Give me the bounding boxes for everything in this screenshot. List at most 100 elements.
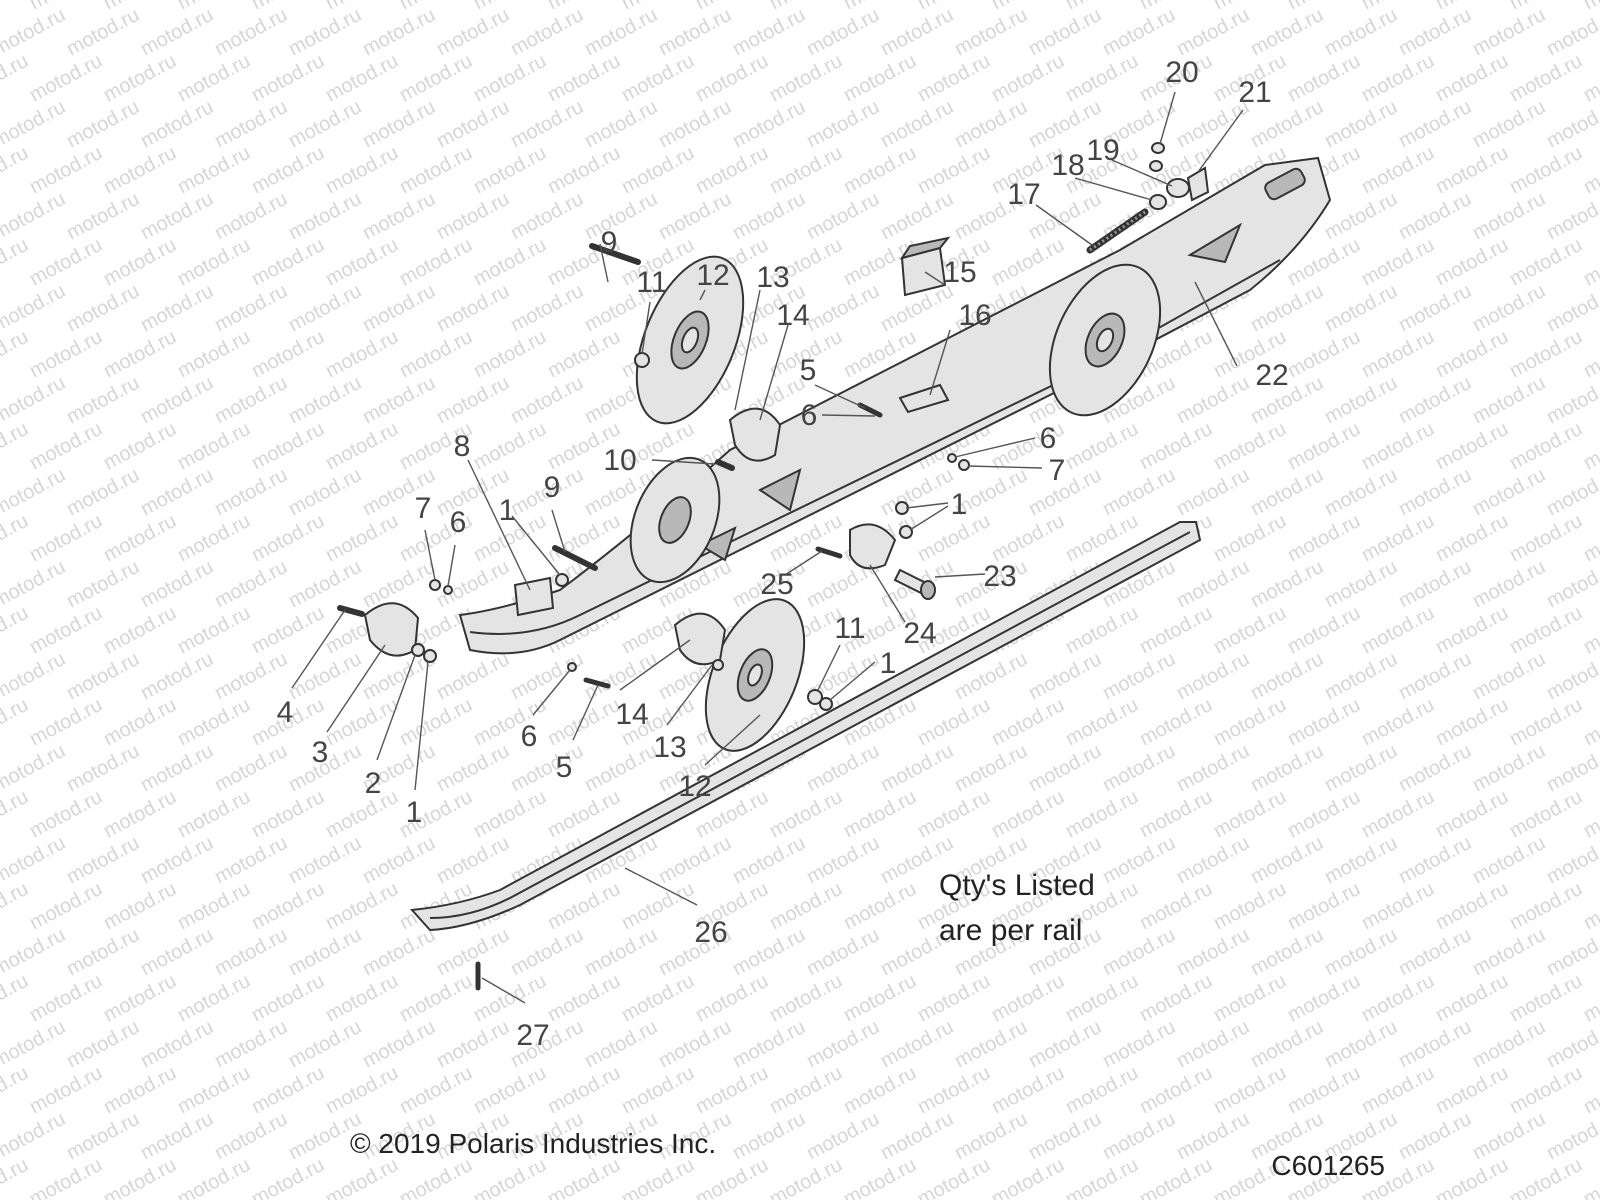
watermark-text: motod.ru [100,694,180,750]
watermark-text: motod.ru [581,96,661,152]
watermark-text: motod.ru [1506,510,1586,566]
watermark-text: motod.ru [1210,694,1290,750]
watermark-text: motod.ru [322,142,402,198]
watermark-text: motod.ru [1506,786,1586,842]
watermark-text: motod.ru [692,142,772,198]
watermark-text: motod.ru [840,1154,920,1200]
watermark-text: motod.ru [1580,326,1600,382]
watermark-text: motod.ru [248,510,328,566]
watermark-text: motod.ru [1321,464,1401,520]
watermark-text: motod.ru [0,0,32,14]
watermark-text: motod.ru [26,786,106,842]
watermark-text: motod.ru [174,602,254,658]
watermark-text: motod.ru [0,418,32,474]
watermark-text: motod.ru [618,50,698,106]
watermark-text: motod.ru [1173,832,1253,888]
watermark-text: motod.ru [655,96,735,152]
watermark-text: motod.ru [766,0,846,14]
watermark-text: motod.ru [766,786,846,842]
watermark-text: motod.ru [1469,188,1549,244]
watermark-text: motod.ru [618,878,698,934]
watermark-text: motod.ru [1580,878,1600,934]
watermark-text: motod.ru [544,694,624,750]
watermark-text: motod.ru [729,188,809,244]
watermark-text: motod.ru [26,510,106,566]
watermark-text: motod.ru [1284,878,1364,934]
watermark-text: motod.ru [100,0,180,14]
watermark-text: motod.ru [26,326,106,382]
watermark-text: motod.ru [1432,50,1512,106]
watermark-text: motod.ru [1580,510,1600,566]
watermark-text: motod.ru [396,1062,476,1118]
callout-24: 24 [903,617,936,650]
rail-inner-edge [469,259,1281,635]
callout-2: 2 [365,767,382,800]
rail-cutout [697,526,737,562]
watermark-text: motod.ru [248,50,328,106]
watermark-text: motod.ru [1469,372,1549,428]
nut-7-right [958,459,970,471]
watermark-text: motod.ru [507,740,587,796]
watermark-text: motod.ru [26,694,106,750]
watermark-text: motod.ru [211,188,291,244]
watermark-text: motod.ru [26,1062,106,1118]
watermark-text: motod.ru [1580,602,1600,658]
watermark-text: motod.ru [1506,1154,1586,1200]
watermark-text: motod.ru [100,326,180,382]
slide-26 [409,521,1202,932]
watermark-text: motod.ru [544,1154,624,1200]
watermark-text: motod.ru [1358,878,1438,934]
watermark-text: motod.ru [803,4,883,60]
watermark-text: motod.ru [137,1016,217,1072]
watermark-text: motod.ru [1321,832,1401,888]
watermark-text: motod.ru [100,50,180,106]
watermark-text: motod.ru [0,234,32,290]
watermark-text: motod.ru [1210,510,1290,566]
watermark-text: motod.ru [1099,464,1179,520]
watermark-text: motod.ru [1358,694,1438,750]
watermark-text: motod.ru [1321,556,1401,612]
watermark-text: motod.ru [1062,0,1142,14]
watermark-text: motod.ru [396,234,476,290]
watermark-text: motod.ru [1247,280,1327,336]
watermark-text: motod.ru [174,142,254,198]
watermark-text: motod.ru [174,510,254,566]
watermark-text: motod.ru [433,924,513,980]
watermark-text: motod.ru [100,418,180,474]
watermark-text: motod.ru [507,280,587,336]
watermark-text: motod.ru [26,50,106,106]
watermark-text: motod.ru [507,924,587,980]
callout-16: 16 [958,299,991,332]
figure-code: C601265 [1271,1150,1385,1181]
watermark-text: motod.ru [396,0,476,14]
watermark-text: motod.ru [1469,832,1549,888]
watermark-text: motod.ru [1321,740,1401,796]
watermark-text: motod.ru [1395,96,1475,152]
watermark-text: motod.ru [470,326,550,382]
small-parts [337,142,1210,991]
callout-9-upper: 9 [601,226,618,259]
watermark-text: motod.ru [285,96,365,152]
watermark-text: motod.ru [1210,970,1290,1026]
watermark-text: motod.ru [174,326,254,382]
watermark-text: motod.ru [63,96,143,152]
watermark-text: motod.ru [26,1154,106,1200]
callout-labels: 20 21 19 18 17 9 11 12 13 14 15 16 5 6 2… [277,56,1289,1052]
bolt-5-lower [583,677,611,689]
watermark-text: motod.ru [1247,832,1327,888]
watermark-text: motod.ru [803,280,883,336]
watermark-text: motod.ru [1358,234,1438,290]
watermark-text: motod.ru [1432,602,1512,658]
watermark-text: motod.ru [1173,924,1253,980]
watermark-text: motod.ru [1321,648,1401,704]
watermark-text: motod.ru [1284,0,1364,14]
watermark-text: motod.ru [1173,372,1253,428]
watermark-text: motod.ru [1136,602,1216,658]
watermark-text: motod.ru [174,1154,254,1200]
watermark-text: motod.ru [0,878,32,934]
watermark-text: motod.ru [211,740,291,796]
watermark-text: motod.ru [248,1154,328,1200]
watermark-text: motod.ru [248,234,328,290]
nut-1-left [555,573,569,587]
watermark-text: motod.ru [1469,1016,1549,1072]
